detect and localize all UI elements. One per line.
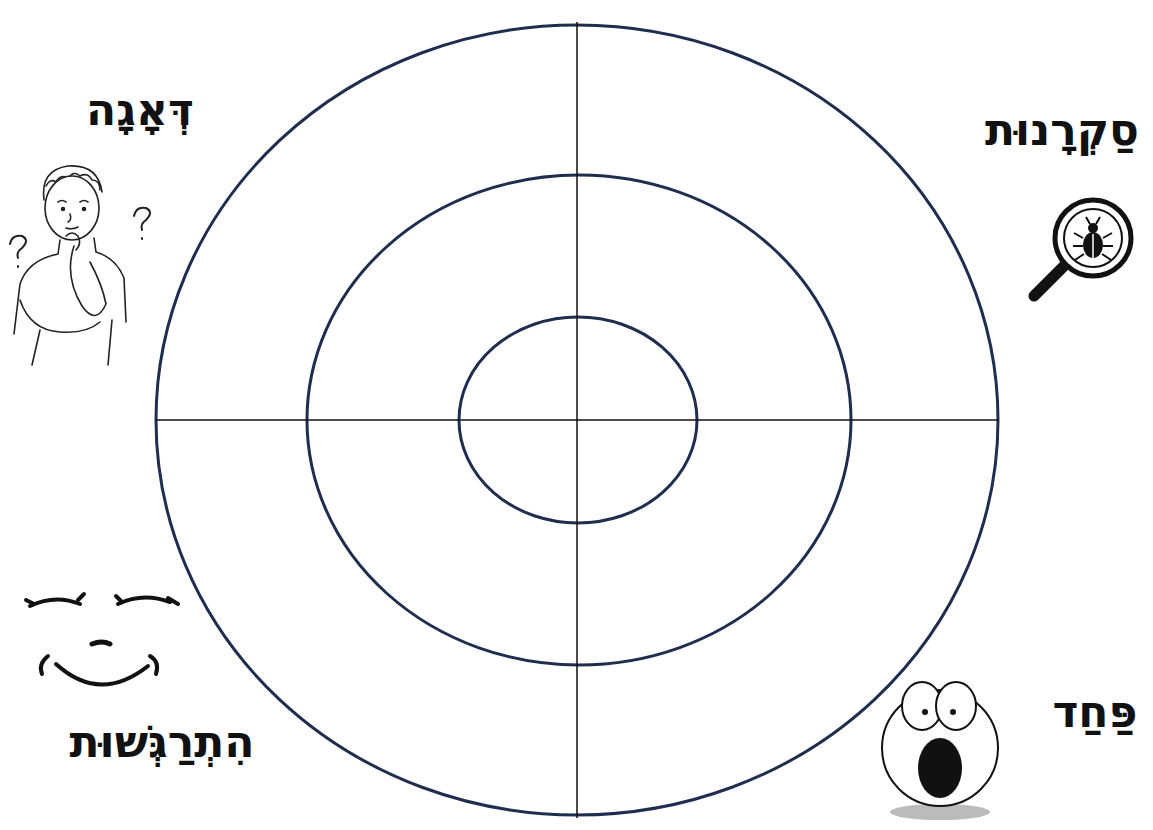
happy-face <box>26 594 178 685</box>
wide-eye <box>936 682 976 730</box>
emotion-label: דְּאָגָה <box>86 84 194 137</box>
question-mark <box>134 208 150 239</box>
question-mark <box>10 236 26 267</box>
closed-eye <box>26 594 84 606</box>
scared-face <box>882 682 998 820</box>
person-eye <box>83 208 86 211</box>
person-torso <box>20 300 112 365</box>
emotion-label: הִתְרַגְּשׁוּת <box>70 716 255 769</box>
magnifier-handle <box>1034 266 1064 296</box>
pupil <box>950 709 956 715</box>
person-hand <box>66 233 80 250</box>
person-brows <box>58 201 88 203</box>
emotion-label: פַּחַד <box>1052 686 1137 739</box>
bug-head <box>1088 223 1098 233</box>
person-nose-mouth <box>66 214 78 229</box>
bug-wing-line <box>1092 234 1094 258</box>
closed-eye <box>116 596 178 604</box>
bug-body <box>1083 232 1103 258</box>
magnifier-rim <box>1064 209 1122 267</box>
person-eye <box>62 208 65 211</box>
open-mouth <box>918 738 962 798</box>
smile <box>41 656 157 685</box>
person-head <box>45 176 99 240</box>
person-arm <box>70 246 106 316</box>
magnifier-icon <box>1034 200 1131 296</box>
pupil <box>922 709 928 715</box>
magnifier-lens <box>1055 200 1131 276</box>
emotion-label: סַקְרָנוּת <box>985 104 1139 157</box>
bug-legs <box>1073 217 1113 260</box>
horizontal-divider <box>156 419 998 421</box>
face-nose <box>92 642 110 644</box>
thinking-person <box>10 166 150 365</box>
